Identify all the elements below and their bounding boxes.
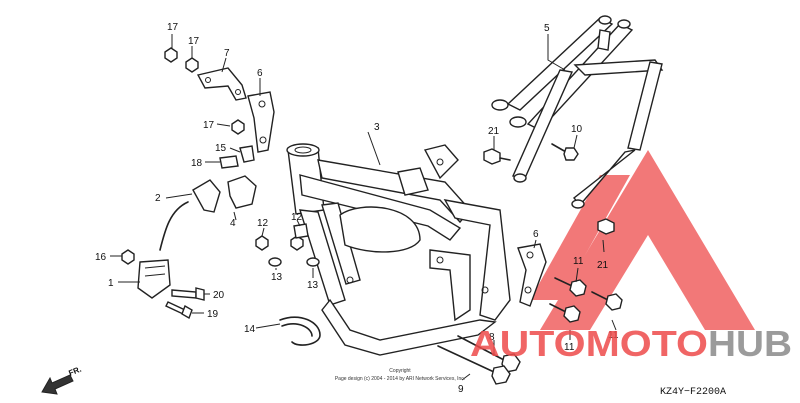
watermark-logo (530, 150, 755, 330)
callout-12-a: 12 (257, 218, 269, 229)
nut-17-c (231, 119, 245, 135)
ignition-coil-1 (137, 259, 171, 299)
callout-11-c: 11 (564, 342, 575, 353)
leader-lines (110, 34, 617, 381)
callout-17-c: 17 (203, 120, 215, 131)
bolt-12-c (293, 223, 309, 239)
bolt-11-b (591, 291, 623, 311)
copyright-line-2: Page design (c) 2004 - 2014 by ARI Netwo… (335, 376, 465, 382)
callout-7: 7 (224, 48, 230, 59)
cover-4 (227, 175, 257, 209)
bolt-21-a (483, 148, 511, 165)
bolt-11-a (554, 277, 587, 297)
bolt-18 (219, 155, 239, 169)
bolt-10 (551, 143, 579, 161)
bracket-6-left (247, 91, 275, 153)
callout-17-b: 17 (188, 36, 200, 47)
bolt-21-b (597, 218, 615, 235)
main-frame (286, 143, 511, 356)
bolt-20 (171, 287, 205, 301)
callout-17-a: 17 (167, 22, 179, 33)
callout-4: 4 (230, 218, 236, 229)
rear-subframe (491, 15, 664, 209)
callout-5: 5 (544, 23, 550, 34)
callout-15: 15 (215, 143, 227, 154)
callout-labels: 17 17 7 6 17 15 18 2 4 12 12 13 13 3 5 2… (95, 22, 619, 395)
nut-16 (121, 249, 135, 265)
watermark-text-part1: AUTOMOTO (470, 323, 708, 364)
watermark-text: AUTOMOTO HUB (470, 323, 792, 364)
callout-11-b: 11 (608, 330, 619, 341)
watermark-text-part2: HUB (708, 323, 792, 364)
nut-17-b (185, 57, 199, 73)
callout-16: 16 (95, 252, 107, 263)
callout-21-b: 21 (597, 260, 609, 271)
callout-9: 9 (458, 384, 464, 395)
callout-13-a: 13 (271, 272, 283, 283)
callout-6-a: 6 (257, 68, 263, 79)
callout-6-b: 6 (533, 229, 539, 240)
band-14 (279, 316, 321, 346)
callout-10: 10 (571, 124, 583, 135)
callout-14: 14 (244, 324, 256, 335)
bolt-19 (165, 301, 193, 320)
callout-8: 8 (489, 332, 495, 343)
callout-20: 20 (213, 290, 225, 301)
callout-11-a: 11 (573, 256, 584, 267)
bracket-7 (196, 67, 247, 101)
bolt-11-c (549, 303, 581, 323)
washer-13-b (306, 257, 320, 267)
callout-19: 19 (207, 309, 219, 320)
callout-12-b: 12 (291, 212, 303, 223)
callout-18: 18 (191, 158, 203, 169)
front-direction-label: FR. (67, 365, 82, 378)
bolt-15 (239, 145, 255, 163)
callout-1: 1 (108, 278, 114, 289)
callout-3: 3 (374, 122, 380, 133)
callout-13-b: 13 (307, 280, 319, 291)
washer-13-a (268, 257, 282, 267)
bolt-9 (437, 345, 511, 385)
bolt-8 (457, 335, 521, 373)
nut-17-a (164, 47, 178, 63)
plug-cap-2 (159, 179, 221, 251)
bracket-6-right (517, 243, 547, 307)
copyright-line-1: Copyright (389, 368, 411, 374)
nut-12-a (255, 235, 269, 251)
callout-21-a: 21 (488, 126, 500, 137)
callout-2: 2 (155, 193, 161, 204)
front-direction-arrow: FR. (41, 365, 83, 395)
diagram-code: KZ4Y−F2200A (660, 387, 726, 398)
